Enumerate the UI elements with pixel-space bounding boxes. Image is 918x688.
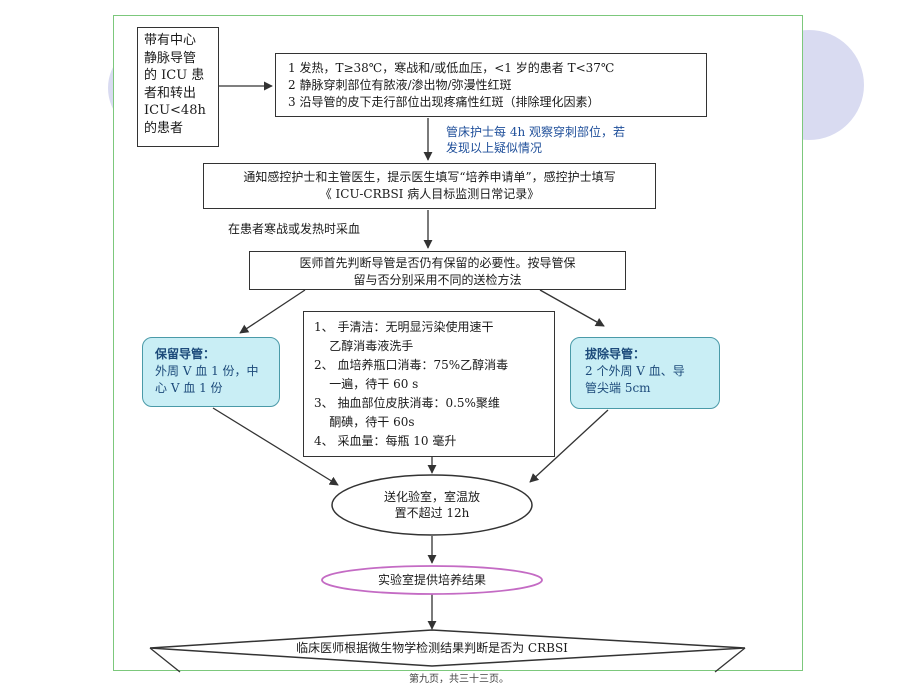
nurse-observation-note: 管床护士每 4h 观察穿刺部位，若 发现以上疑似情况 [446, 124, 625, 156]
result-oval-shape [321, 565, 543, 595]
judgement-line: 留与否分别采用不同的送检方法 [353, 272, 522, 287]
notify-line: 通知感控护士和主管医生，提示医生填写“培养申请单”，感控护士填写 [243, 170, 616, 184]
nurse-note-line: 管床护士每 4h 观察穿刺部位，若 [446, 125, 625, 139]
nurse-note-line: 发现以上疑似情况 [446, 141, 543, 155]
arrow-remove-to-lab [529, 409, 609, 483]
lab-transport-line: 送化验室，室温放 [383, 490, 480, 504]
sampling-steps-box: 1、 手清洁：无明显污染使用速干 乙醇消毒液洗手 2、 血培养瓶口消毒：75%乙… [303, 311, 555, 457]
keep-catheter-line: 心 V 血 1 份 [155, 381, 223, 395]
notify-box: 通知感控护士和主管医生，提示医生填写“培养申请单”，感控护士填写 《 ICU-C… [203, 163, 656, 209]
blood-draw-note: 在患者寒战或发热时采血 [228, 222, 361, 236]
notify-line: 《 ICU-CRBSI 病人目标监测日常记录》 [319, 187, 540, 201]
patient-scope-line: 的患者 [144, 120, 184, 136]
arrow-judge-to-remove [539, 289, 605, 327]
remove-catheter-line: 2 个外周 V 血、导 [585, 364, 685, 378]
keep-catheter-title: 保留导管： [155, 347, 216, 361]
remove-catheter-box: 拔除导管： 2 个外周 V 血、导 管尖端 5cm [570, 337, 720, 409]
catheter-judgement-box: 医师首先判断导管是否仍有保留的必要性。按导管保 留与否分别采用不同的送检方法 [249, 251, 626, 290]
patient-scope-box: 带有中心 静脉导管 的 ICU 患 者和转出 ICU<48h 的患者 [137, 27, 219, 147]
arrow-judge-to-keep [239, 289, 306, 334]
criteria-line: 3 沿导管的皮下走行部位出现疼痛性红斑（排除理化因素） [288, 95, 600, 109]
sampling-step-line: 4、 采血量：每瓶 10 毫升 [314, 434, 457, 448]
arrow-keep-to-lab [212, 407, 339, 486]
criteria-line: 2 静脉穿刺部位有脓液/渗出物/弥漫性红斑 [288, 78, 512, 92]
patient-scope-line: 带有中心 [144, 33, 197, 48]
patient-scope-line: 的 ICU 患 [144, 68, 205, 84]
sampling-step-line: 乙醇消毒液洗手 [314, 339, 414, 353]
lab-transport-line: 置不超过 12h [394, 506, 470, 520]
sampling-step-line: 3、 抽血部位皮肤消毒：0.5%聚维 [314, 396, 500, 410]
criteria-line: 1 发热，T≥38℃，寒战和/或低血压，<1 岁的患者 T<37℃ [288, 61, 615, 75]
keep-catheter-box: 保留导管： 外周 V 血 1 份，中 心 V 血 1 份 [142, 337, 280, 407]
remove-catheter-title: 拔除导管： [585, 347, 646, 361]
sampling-step-line: 1、 手清洁：无明显污染使用速干 [314, 320, 494, 334]
page-footer: 第九页，共三十三页。 [409, 674, 509, 685]
crbsi-decision-diamond: 临床医师根据微生物学检测结果判断是否为 CRBSI [296, 641, 568, 655]
keep-catheter-line: 外周 V 血 1 份，中 [155, 364, 259, 378]
sampling-step-line: 酮碘，待干 60s [314, 415, 415, 429]
sampling-step-line: 一遍，待干 60 s [314, 377, 419, 391]
patient-scope-line: ICU<48h [144, 103, 206, 119]
lab-oval-shape [331, 474, 533, 536]
decision-lower-right-edge [714, 647, 746, 673]
culture-result-oval: 实验室提供培养结果 [377, 573, 486, 587]
patient-scope-line: 者和转出 [144, 85, 197, 101]
patient-scope-line: 静脉导管 [144, 50, 197, 66]
remove-catheter-line: 管尖端 5cm [585, 381, 651, 395]
suspicion-criteria-box: 1 发热，T≥38℃，寒战和/或低血压，<1 岁的患者 T<37℃ 2 静脉穿刺… [275, 53, 707, 117]
decision-lower-left-edge [149, 647, 181, 673]
lab-transport-oval: 送化验室，室温放 置不超过 12h [342, 489, 522, 521]
judgement-line: 医师首先判断导管是否仍有保留的必要性。按导管保 [299, 256, 576, 270]
sampling-step-line: 2、 血培养瓶口消毒：75%乙醇消毒 [314, 358, 509, 372]
